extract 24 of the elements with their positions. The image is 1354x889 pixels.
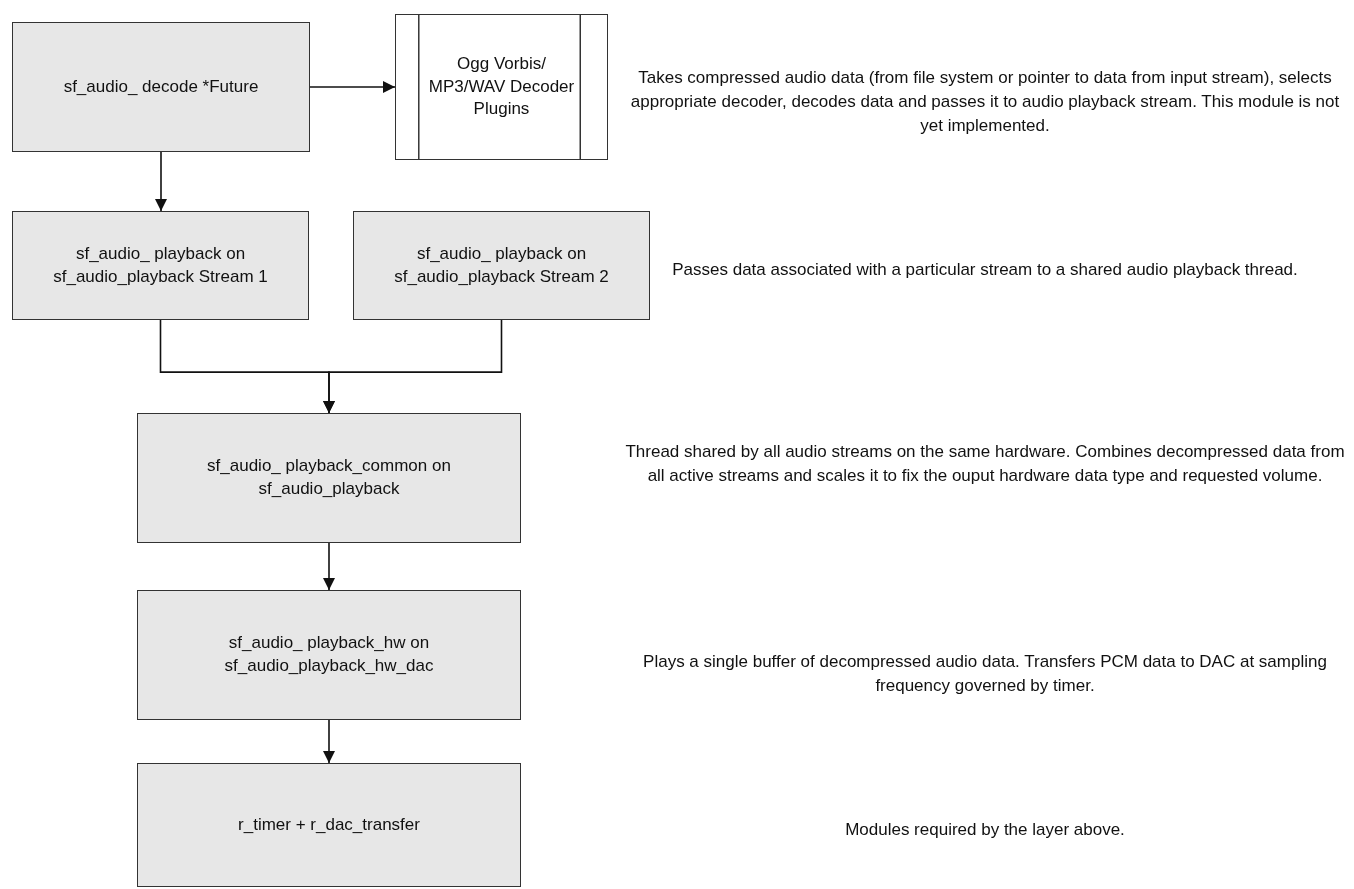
- node-text: sf_audio_ decode *Future: [63, 75, 259, 98]
- process-box: [12, 22, 310, 152]
- node-text: Ogg Vorbis/ MP3/WAV Decoder Plugins: [427, 52, 576, 121]
- node-text: sf_audio_ playback on sf_audio_playback Stream 1: [52, 242, 269, 288]
- process-box: [12, 211, 309, 320]
- process-box: [137, 590, 521, 720]
- arrow: [323, 542, 335, 591]
- predefined-process-box: [395, 14, 608, 160]
- node-text: sf_audio_ playback on sf_audio_playback Stream 2: [393, 242, 610, 288]
- process-box: [353, 211, 650, 320]
- description-text: Passes data associated with a particular stream to a shared audio playback thread.: [671, 259, 1299, 281]
- description-text: Plays a single buffer of decompressed audio data. Transfers PCM data to DAC at sampling frequency governed by timer.: [642, 651, 1328, 697]
- node-text: sf_audio_ playback_hw on sf_audio_playback_hw_dac: [223, 632, 435, 677]
- arrow: [155, 151, 167, 212]
- description-text: Takes compressed audio data (from file system or pointer to data from input stream), selects appropriate decoder, decodes data and passes it to audio playback stream. This module is not yet implemented.: [629, 67, 1341, 137]
- node-text: r_timer + r_dac_transfer: [238, 813, 420, 836]
- arrow: [323, 319, 503, 414]
- process-box: [137, 413, 521, 543]
- description-text: Modules required by the layer above.: [844, 819, 1126, 841]
- arrow: [309, 81, 396, 93]
- description-text: Thread shared by all audio streams on the same hardware. Combines decompressed data from all active streams and scales it to fix the ouput hardware data type and requested volume.: [624, 441, 1346, 487]
- process-box: [137, 763, 521, 887]
- node-text: sf_audio_ playback_common on sf_audio_playback: [206, 455, 452, 500]
- arrow: [323, 719, 335, 764]
